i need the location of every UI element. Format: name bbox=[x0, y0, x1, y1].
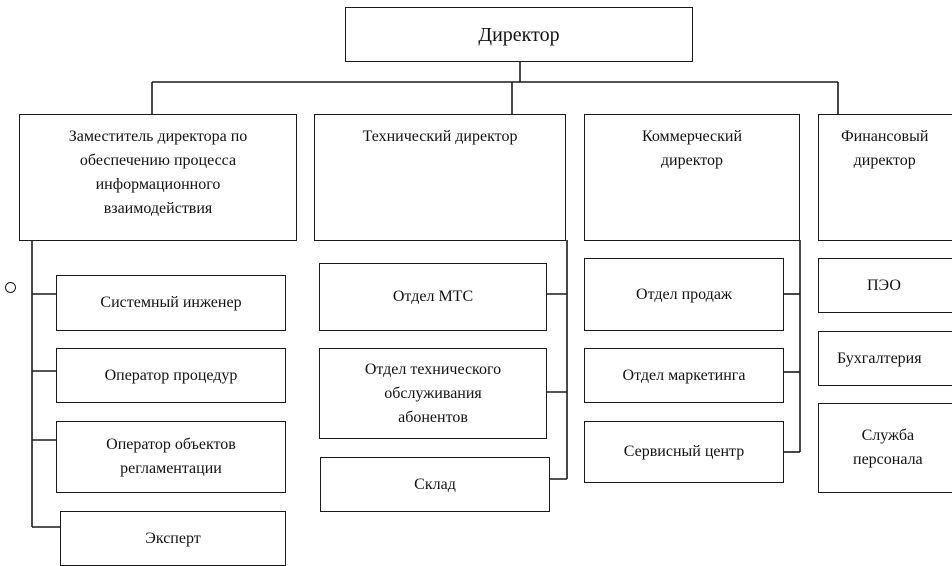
financial-director-box: Финансовый директор bbox=[818, 114, 952, 241]
technical-director-box: Технический директор bbox=[314, 114, 566, 241]
system-engineer-box: Системный инженер bbox=[56, 275, 286, 331]
hr-service-box: Служба персонала bbox=[818, 403, 952, 493]
deputy-director-box: Заместитель директора по обеспечению про… bbox=[19, 114, 297, 241]
warehouse-box: Склад bbox=[320, 457, 550, 512]
commercial-director-box: Коммерческий директор bbox=[584, 114, 800, 241]
marketing-department-box: Отдел маркетинга bbox=[584, 348, 784, 403]
procedure-operator-box: Оператор процедур bbox=[56, 348, 286, 403]
accounting-box: Бухгалтерия bbox=[818, 331, 952, 386]
bullet-marker bbox=[5, 282, 16, 293]
expert-box: Эксперт bbox=[60, 511, 286, 566]
subscriber-service-department-box: Отдел технического обслуживания абоненто… bbox=[319, 348, 547, 439]
regulation-objects-operator-box: Оператор объектов регламентации bbox=[56, 421, 286, 493]
sales-department-box: Отдел продаж bbox=[584, 258, 784, 331]
director-box: Директор bbox=[345, 7, 693, 62]
peo-box: ПЭО bbox=[818, 258, 952, 313]
mts-department-box: Отдел МТС bbox=[319, 263, 547, 331]
service-center-box: Сервисный центр bbox=[584, 421, 784, 483]
